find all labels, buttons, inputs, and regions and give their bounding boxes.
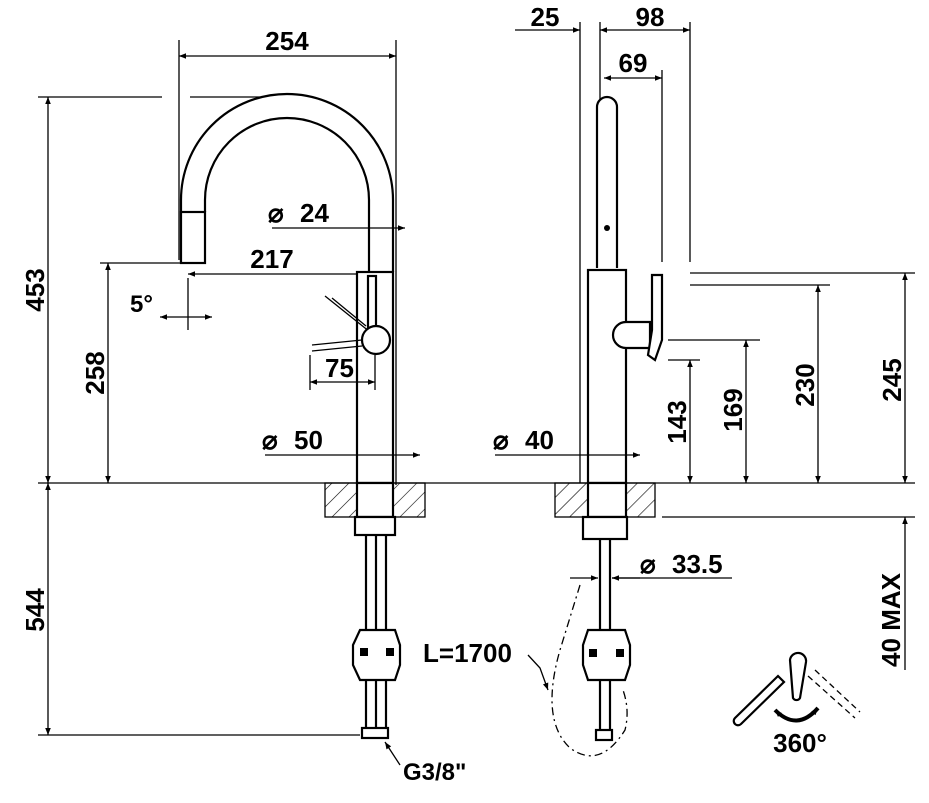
lever-line [324,295,371,333]
dim-169-label: 169 [718,388,748,431]
diameter-icon: ⌀ [268,198,284,228]
body-front [586,268,628,485]
hose-length-label: L=1700 [423,638,512,668]
hose-loop [551,584,628,757]
hose-connector [351,628,402,682]
rotation-label: 360° [773,728,827,758]
dim-254-label: 254 [265,26,309,56]
mount-nut [353,515,397,537]
dim-40-label: 40 [525,425,554,455]
lever-front [646,273,664,362]
angle-label: 5° [130,291,153,318]
connection-label: G3/8" [403,759,466,786]
diameter-icon: ⌀ [640,549,656,579]
spray-head [179,210,207,265]
spout-inner [203,116,371,272]
lever-base [611,320,652,350]
dim-453-label: 453 [20,268,50,311]
dim-217-label: 217 [250,244,293,274]
dim-40max-label: 40 MAX [876,572,906,667]
dim-33-5-label: 33.5 [672,549,723,579]
front-view-faucet [551,95,664,757]
lever-knob [360,324,392,356]
rotation-360-icon [732,651,861,727]
dim-143-label: 143 [662,400,692,443]
hose-end [360,726,390,740]
spout-outer [179,92,395,272]
dim-25-label: 25 [531,2,560,32]
dim-50-label: 50 [294,425,323,455]
dim-75-label: 75 [325,353,354,383]
dim-69-label: 69 [619,48,648,78]
dim-98-label: 98 [636,2,665,32]
dim-544-label: 544 [20,588,50,632]
side-view-faucet [179,92,426,740]
spout-front [595,95,619,268]
dim-245-label: 245 [877,358,907,401]
dim-230-label: 230 [790,363,820,406]
diameter-icon: ⌀ [493,425,509,455]
dim-258-label: 258 [80,351,110,394]
dim-24-label: 24 [300,198,329,228]
diameter-icon: ⌀ [262,425,278,455]
